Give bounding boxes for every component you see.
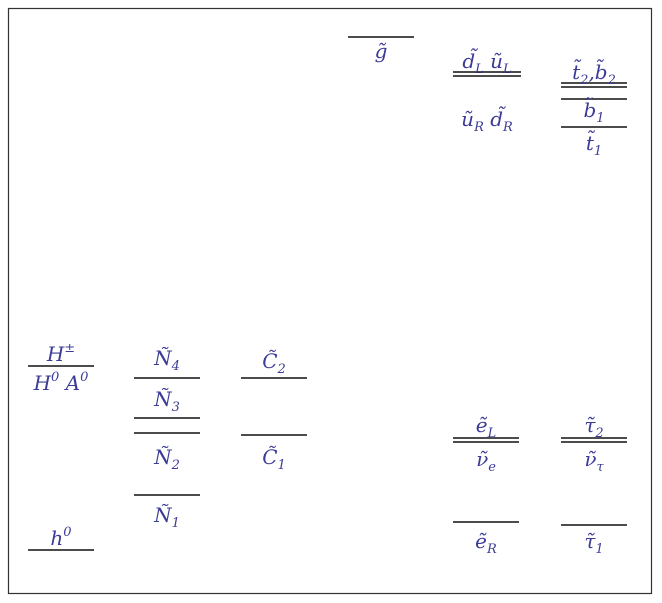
- gluino-label: g̃: [375, 39, 388, 63]
- stop1-label: t̃1: [586, 129, 602, 159]
- neutralino4-label: Ñ4: [153, 346, 180, 374]
- stop2-sbottom2-label: t̃2,b̃2: [572, 58, 616, 88]
- heavy-higgs-label: H0 A0: [33, 370, 89, 395]
- sneutrino-e-label: ν̃e: [476, 447, 496, 475]
- sbottom1-label: b̃1: [583, 96, 604, 126]
- stau1-label: τ̃1: [584, 529, 603, 557]
- neutralino1-label: Ñ1: [153, 503, 180, 531]
- chargino1-label: C̃1: [262, 445, 286, 473]
- selectron-R-label: ẽR: [475, 529, 497, 557]
- neutralino3-label: Ñ3: [153, 387, 180, 415]
- charged-higgs-label: H±: [46, 341, 75, 366]
- stau2-label: τ̃2: [584, 413, 603, 441]
- neutralino2-label: Ñ2: [153, 445, 180, 473]
- squark-R-label: ũR d̃R: [461, 105, 513, 135]
- squark-L-label: d̃L ũL: [462, 47, 511, 77]
- selectron-L-label: ẽL: [476, 413, 496, 441]
- light-higgs-label: h0: [50, 525, 71, 550]
- chargino2-label: C̃2: [262, 349, 286, 377]
- diagram-frame: [7, 7, 653, 595]
- sneutrino-tau-label: ν̃τ: [584, 447, 604, 475]
